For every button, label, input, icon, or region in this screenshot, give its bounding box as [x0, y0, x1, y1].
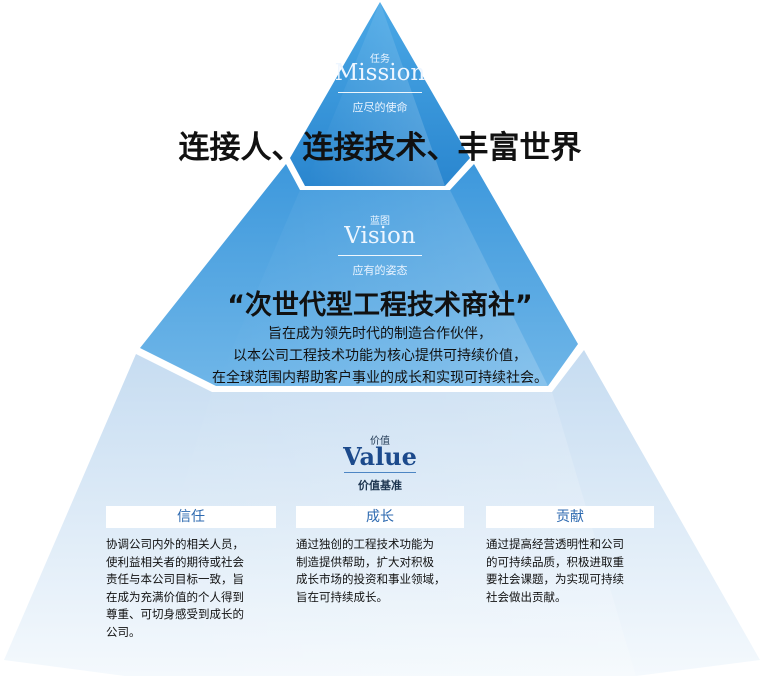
vision-subtitle: 应有的姿态: [352, 264, 408, 277]
mission-headline: 连接人、连接技术、丰富世界: [178, 130, 582, 166]
mission-divider: [338, 92, 422, 93]
value-text-contribution: 通过提高经营透明性和公司 的可持续品质，积极进取重 要社会课题，为实现可持续 社…: [486, 536, 654, 606]
value-text-line: 旨在可持续成长。: [296, 589, 388, 604]
value-box-contribution: 贡献: [486, 506, 654, 528]
value-label-en: Value: [343, 442, 417, 471]
vision-line: 在全球范围内帮助客户事业的成长和实现可持续社会。: [212, 370, 548, 386]
value-box-trust: 信任: [106, 506, 276, 528]
value-text-growth: 通过独创的工程技术功能为 制造提供帮助，扩大对积极 成长市场的投资和事业领域， …: [296, 536, 464, 606]
mission-subtitle: 应尽的使命: [352, 101, 408, 114]
pyramid-facet-mission: [305, 2, 445, 186]
vision-line: 旨在成为领先时代的制造合作伙伴，: [268, 326, 492, 342]
value-divider: [344, 472, 416, 473]
value-text-line: 通过提高经营透明性和公司: [486, 537, 624, 551]
pyramid-facet-vision: [216, 190, 548, 386]
value-text-line: 要社会课题，为实现可持续: [486, 572, 624, 586]
mission-label-cn: 任务: [370, 54, 390, 65]
value-text-line: 使利益相关者的期待或社会: [106, 554, 244, 569]
value-text-line: 制造提供帮助，扩大对积极: [296, 554, 434, 569]
vision-divider: [338, 255, 422, 256]
mission-label-en: Mission: [334, 60, 426, 86]
value-text-line: 社会做出贡献。: [486, 589, 567, 604]
value-text-line: 通过独创的工程技术功能为: [296, 537, 434, 551]
vision-label-en: Vision: [344, 223, 416, 249]
value-text-line: 责任与本公司目标一致，旨: [106, 572, 244, 586]
value-text-line: 尊重、可切身感受到成长的: [106, 607, 244, 621]
vision-headline: “次世代型工程技术商社”: [227, 290, 533, 321]
vision-label-cn: 蓝图: [370, 216, 390, 227]
value-text-line: 成长市场的投资和事业领域，: [296, 572, 446, 586]
value-subtitle: 价值基准: [358, 479, 402, 492]
value-text-trust: 协调公司内外的相关人员， 使利益相关者的期待或社会 责任与本公司目标一致，旨 在…: [106, 536, 276, 641]
value-label-cn: 价值: [370, 436, 390, 447]
value-box-growth: 成长: [296, 506, 464, 528]
value-text-line: 公司。: [106, 624, 141, 639]
pyramid-facet-value: [125, 392, 636, 676]
value-text-line: 在成为充满价值的个人得到: [106, 589, 244, 604]
vision-line: 以本公司工程技术功能为核心提供可持续价值，: [233, 348, 527, 364]
value-text-line: 协调公司内外的相关人员，: [106, 537, 244, 551]
value-text-line: 的可持续品质，积极进取重: [486, 554, 624, 569]
